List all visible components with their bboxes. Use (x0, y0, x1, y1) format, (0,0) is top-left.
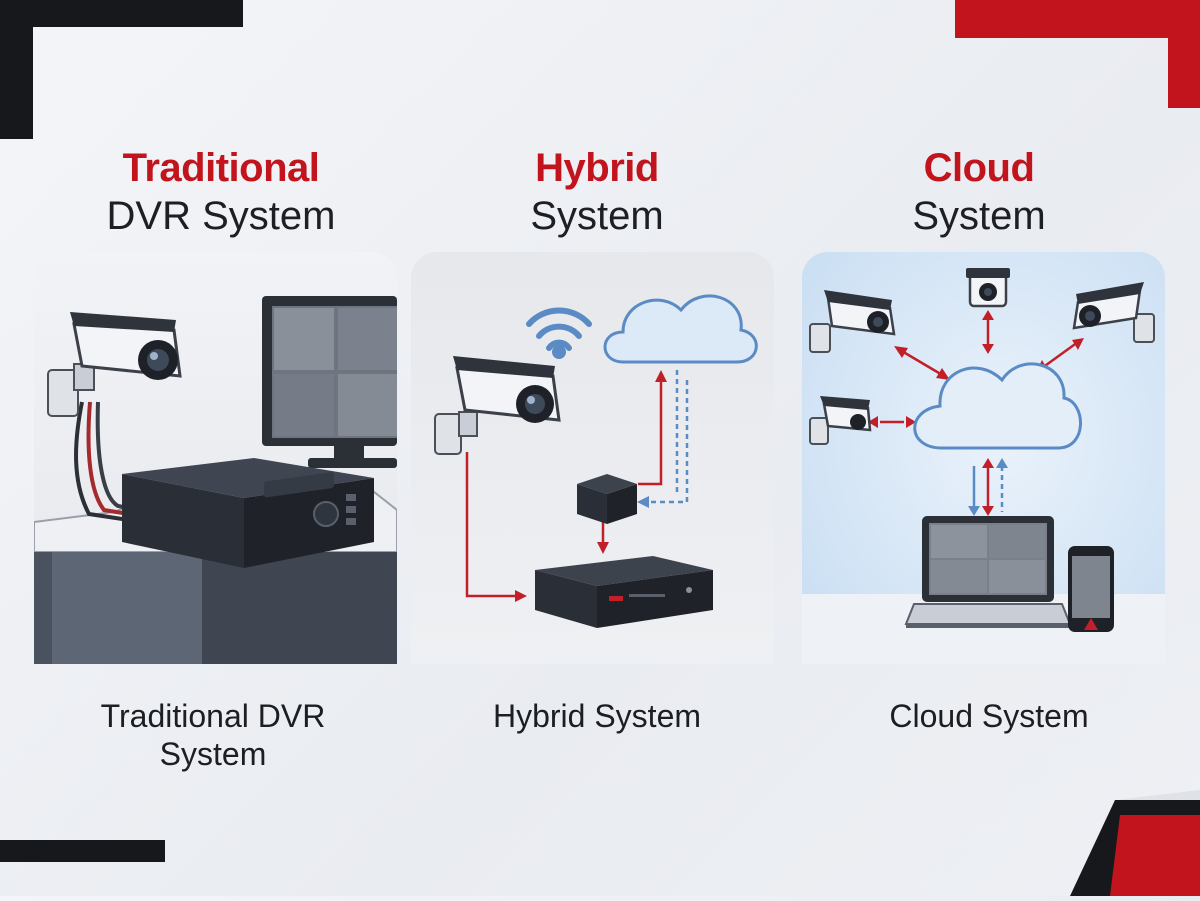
corner-bar-left (0, 0, 33, 139)
column-title-traditional: Traditional DVR System (31, 148, 411, 236)
corner-bar-top-left (0, 0, 243, 27)
security-camera-icon (1072, 282, 1155, 343)
corner-bar-right (1168, 0, 1200, 108)
security-camera-icon (47, 312, 182, 417)
camera-cables (74, 401, 130, 522)
corner-shape-bottom-right (1060, 790, 1200, 896)
corner-bar-bottom-left (0, 840, 165, 862)
title-main: DVR System (106, 194, 336, 238)
title-main: System (912, 194, 1046, 238)
nvr-recorder-icon (535, 556, 713, 628)
smartphone-icon (1068, 546, 1114, 632)
title-accent: Cloud (923, 146, 1035, 190)
panel-traditional-dvr (34, 252, 397, 664)
panel-cloud (802, 252, 1165, 664)
desk-icon (34, 483, 397, 664)
hub-box-icon (577, 474, 637, 524)
column-caption-hybrid: Hybrid System (492, 698, 702, 734)
cloud-icon (913, 362, 1082, 450)
monitor-icon (262, 296, 397, 468)
laptop-icon (904, 516, 1072, 628)
hybrid-connection-lines (465, 370, 689, 602)
column-caption-traditional: Traditional DVR System (100, 698, 326, 772)
panel-hybrid (411, 252, 774, 664)
column-caption-cloud: Cloud System (889, 698, 1089, 734)
security-camera-icon (809, 290, 896, 353)
title-main: System (530, 194, 664, 238)
title-accent: Traditional (122, 146, 320, 190)
wifi-icon (526, 307, 592, 359)
column-title-cloud: Cloud System (789, 148, 1169, 236)
security-camera-icon (966, 268, 1010, 308)
column-title-hybrid: Hybrid System (407, 148, 787, 236)
security-camera-icon (809, 396, 872, 445)
cloud-icon (603, 294, 758, 364)
security-camera-icon (434, 356, 561, 455)
title-accent: Hybrid (535, 146, 659, 190)
corner-bar-top-right (955, 0, 1200, 38)
dvr-recorder-icon (122, 458, 374, 568)
